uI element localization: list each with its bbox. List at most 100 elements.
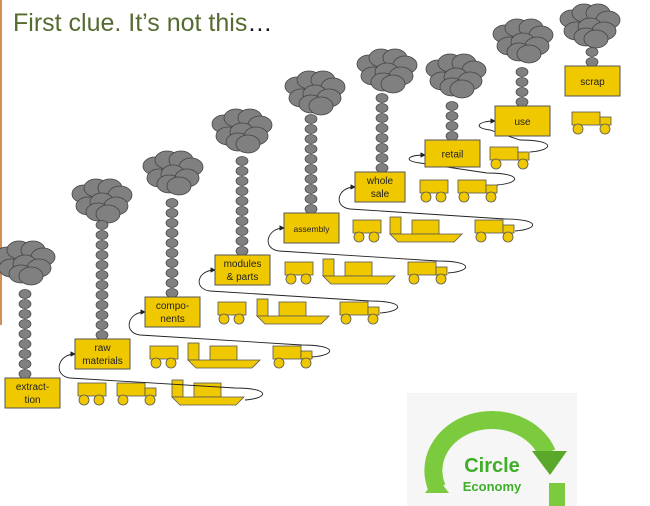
truck-icon — [149, 345, 179, 369]
stage-label-line1: compo- — [156, 301, 189, 312]
smoke-dot — [445, 111, 459, 121]
flow-connector-arrow — [478, 118, 549, 153]
truck-body — [77, 382, 107, 397]
truck-icon — [352, 219, 382, 243]
stage-box-bg — [564, 65, 621, 97]
ship-bridge — [171, 379, 184, 398]
truck-body — [149, 345, 179, 360]
smoke-puff — [449, 79, 475, 99]
smoke-dot — [95, 230, 109, 240]
wheel — [435, 273, 447, 285]
smoke-cloud-icon — [0, 240, 56, 286]
smoke-dot — [304, 114, 318, 124]
smoke-puff — [380, 74, 406, 94]
smoke-dot — [375, 103, 389, 113]
ship-bridge — [389, 216, 402, 235]
delivery-truck-icon — [339, 301, 380, 325]
ship-cargo — [278, 301, 307, 317]
smoke-dot — [515, 77, 529, 87]
circle-economy-logo: Circle Economy — [407, 393, 577, 506]
truck-body — [284, 261, 314, 276]
smoke-dot — [375, 113, 389, 123]
flow-connector-arrow — [338, 184, 534, 232]
ship-hull — [171, 396, 245, 406]
stage-label-line2: nents — [160, 314, 184, 325]
smoke-dot — [165, 248, 179, 258]
stage-label: assembly — [294, 224, 331, 234]
smoke-dot — [585, 57, 599, 67]
title-ellipsis: … — [247, 9, 273, 37]
truck-body — [489, 146, 519, 161]
smoke-dot — [95, 300, 109, 310]
ship-bridge — [256, 298, 269, 317]
ship-bridge — [187, 342, 200, 361]
stage-label-line1: raw — [94, 343, 111, 354]
wheel — [517, 158, 529, 170]
stage-box-retail: retail — [424, 139, 481, 168]
smoke-puff — [235, 134, 261, 154]
stage-label-line1: whole — [366, 176, 394, 187]
stage-box-extracttion: extract-tion — [4, 377, 61, 409]
stage-box-bg — [144, 296, 201, 328]
cargo-ship-icon — [187, 342, 261, 369]
smoke-dot — [95, 250, 109, 260]
wheel — [408, 273, 420, 285]
wheel — [340, 313, 352, 325]
wheel — [233, 313, 245, 325]
smoke-dot — [235, 156, 249, 166]
slide-edge-accent — [0, 0, 2, 325]
truck-icon — [284, 261, 314, 285]
wheel — [93, 394, 105, 406]
smoke-dot — [585, 47, 599, 57]
smoke-dot — [18, 299, 32, 309]
truck-body — [571, 111, 601, 126]
smoke-dot — [375, 133, 389, 143]
wheel — [599, 123, 611, 135]
logo-text-circle: Circle — [464, 455, 520, 477]
stage-box-bg — [4, 377, 61, 409]
stage-label: use — [514, 117, 531, 128]
smoke-dot — [235, 226, 249, 236]
cargo-ship-icon — [256, 298, 330, 325]
truck-body — [419, 179, 449, 194]
smoke-dot — [235, 206, 249, 216]
truck-body — [352, 219, 382, 234]
smoke-puff — [166, 176, 192, 196]
stage-box-use: use — [494, 105, 551, 137]
truck-icon — [77, 382, 107, 406]
smoke-dot — [515, 67, 529, 77]
smoke-dot — [18, 359, 32, 369]
smoke-dot — [375, 153, 389, 163]
delivery-truck-icon — [272, 345, 313, 369]
stage-box-modulesparts: modules& parts — [214, 254, 271, 286]
stage-label-line2: & parts — [227, 272, 259, 283]
ship-cargo — [209, 345, 238, 361]
smoke-dot — [235, 236, 249, 246]
smoke-dot — [304, 204, 318, 214]
delivery-truck-icon — [571, 111, 612, 135]
wheel — [78, 394, 90, 406]
wheel — [475, 231, 487, 243]
wheel — [285, 273, 297, 285]
smoke-dot — [165, 278, 179, 288]
smoke-dot — [304, 194, 318, 204]
stage-label-line2: tion — [24, 395, 40, 406]
smoke-dot — [304, 124, 318, 134]
smoke-dot — [165, 228, 179, 238]
smoke-dot — [304, 134, 318, 144]
wheel — [300, 273, 312, 285]
smoke-dot — [18, 289, 32, 299]
wheel — [435, 191, 447, 203]
smoke-dot — [18, 349, 32, 359]
smoke-cloud-icon — [559, 3, 621, 49]
wheel — [300, 357, 312, 369]
wheel — [273, 357, 285, 369]
smoke-dot — [95, 270, 109, 280]
truck-icon — [419, 179, 449, 203]
smoke-dot — [165, 208, 179, 218]
title-text: First clue. It’s not this — [13, 9, 248, 37]
ship-cargo — [193, 382, 222, 398]
smoke-dot — [95, 240, 109, 250]
ship-cargo — [344, 261, 373, 277]
stage-box-bg — [74, 338, 131, 370]
